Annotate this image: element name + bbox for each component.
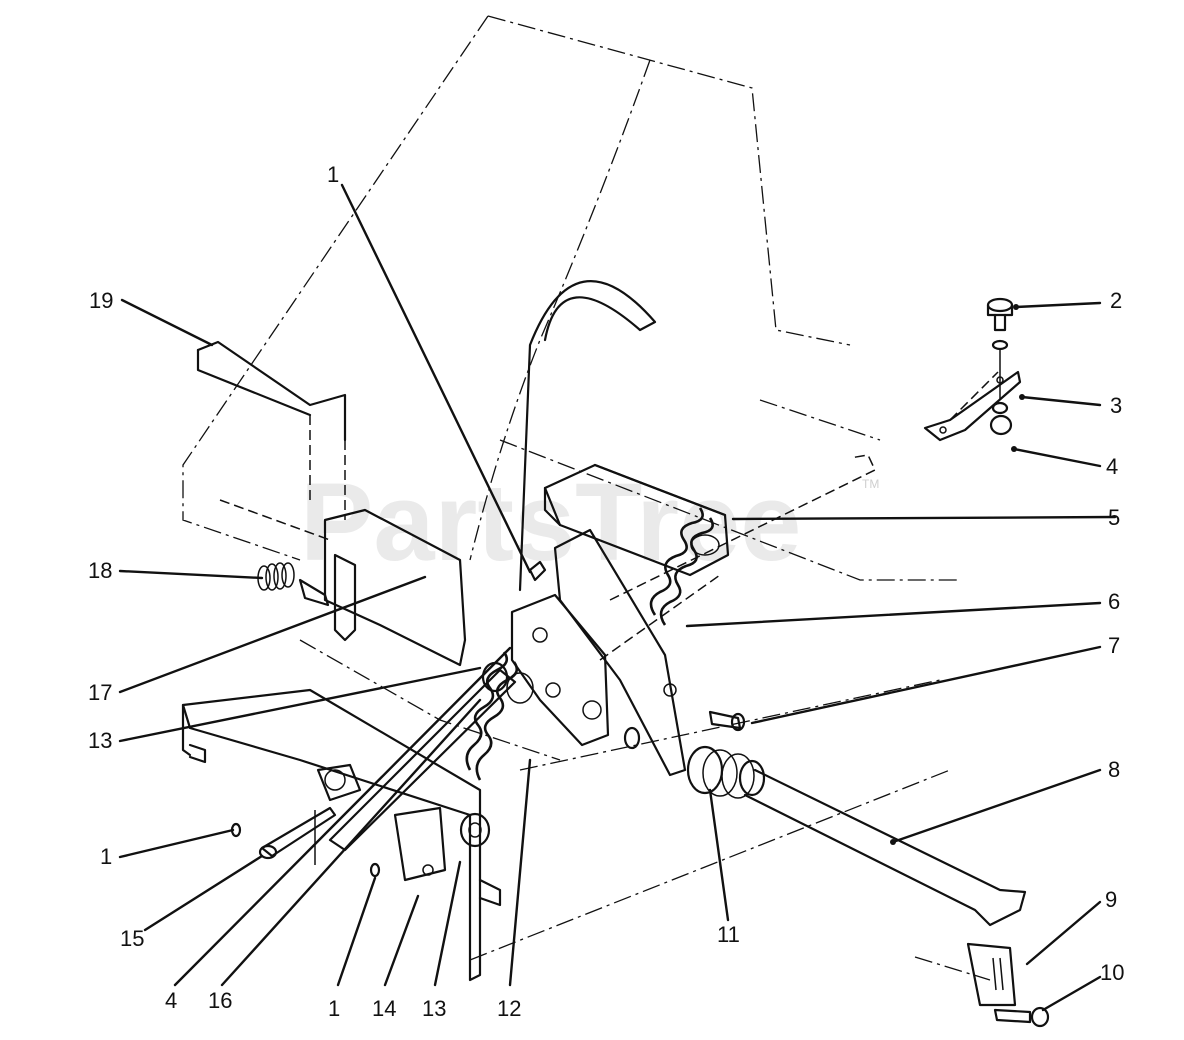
callout-8: 8 (1108, 757, 1120, 782)
callout-2: 2 (1110, 288, 1122, 313)
callout-6: 6 (1108, 589, 1120, 614)
shaft-8 (743, 768, 1027, 927)
callout-1-bottom: 1 (328, 996, 340, 1021)
spring-6 (599, 507, 721, 661)
plate-12 (510, 593, 610, 747)
watermark-text: PartsTree (300, 461, 801, 584)
callout-13-bottom: 13 (422, 996, 446, 1021)
callout-4-bottom: 4 (165, 988, 177, 1013)
callout-11: 11 (717, 922, 740, 947)
callout-14: 14 (372, 996, 396, 1021)
callout-labels: 1 19 2 3 4 5 6 7 18 17 13 8 1 15 11 9 10… (88, 162, 1124, 1021)
callout-10: 10 (1100, 960, 1124, 985)
callout-5: 5 (1108, 505, 1120, 530)
callout-15: 15 (120, 926, 144, 951)
callout-4-right: 4 (1106, 454, 1118, 479)
callout-9: 9 (1105, 887, 1117, 912)
pins-1 (230, 560, 547, 878)
leader-lines (118, 183, 1117, 1012)
callout-1-left: 1 (100, 844, 112, 869)
callout-7: 7 (1108, 633, 1120, 658)
bolt-10 (993, 1006, 1050, 1028)
pedal-arm (518, 280, 687, 777)
pedal-pad-5 (543, 463, 730, 577)
bolt-7 (708, 710, 746, 732)
hook-rod (609, 454, 876, 601)
base-plate (181, 688, 502, 982)
spring-12 (465, 651, 519, 781)
plate-9 (966, 942, 1017, 1007)
callout-19: 19 (89, 288, 113, 313)
leader-dots (890, 304, 1025, 845)
bushing-11 (686, 745, 766, 799)
callout-3: 3 (1110, 393, 1122, 418)
pivot-blocks (316, 763, 491, 882)
callout-12: 12 (497, 996, 521, 1021)
watermark-trademark: TM (862, 477, 879, 491)
callout-1-top: 1 (327, 162, 339, 187)
callout-13-left: 13 (88, 728, 112, 753)
callout-17: 17 (88, 680, 112, 705)
bolt-2 (986, 297, 1014, 400)
callout-16: 16 (208, 988, 232, 1013)
callout-18: 18 (88, 558, 112, 583)
nut-4 (989, 401, 1013, 436)
lever-15 (258, 806, 337, 865)
